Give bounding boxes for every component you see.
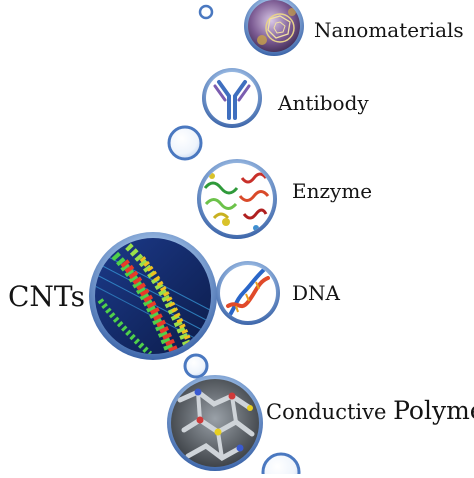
label-cnts: CNTs — [8, 280, 85, 313]
label-nanomaterials: Nanomaterials — [314, 18, 464, 42]
bubble-top — [198, 4, 214, 20]
bubble-lower — [183, 353, 209, 379]
fullerene-icon — [244, 0, 304, 56]
bubble-bottom — [261, 452, 301, 478]
label-dna: DNA — [292, 281, 340, 305]
bubble-mid — [167, 125, 203, 161]
label-conductive: Conductive — [266, 400, 387, 424]
label-polymer: Polymer — [393, 396, 474, 425]
polymer-structure-icon — [167, 375, 263, 471]
label-conductive-polymer: Conductive Polymer — [266, 398, 474, 423]
antibody-icon — [202, 68, 262, 128]
dna-helix-icon — [216, 261, 280, 325]
label-enzyme: Enzyme — [292, 179, 373, 203]
label-antibody: Antibody — [278, 91, 369, 115]
enzyme-protein-icon — [197, 159, 277, 239]
decorative-bubbles — [167, 4, 301, 478]
carbon-nanotube-icon — [89, 232, 217, 360]
